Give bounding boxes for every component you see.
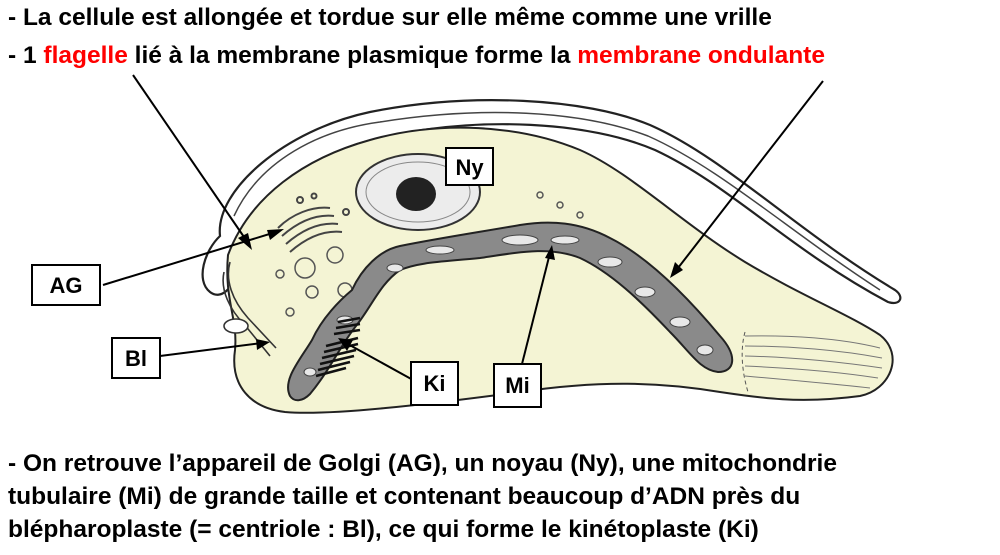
arrowhead-bl (256, 339, 270, 350)
footer-line-2: tubulaire (Mi) de grande taille et conte… (8, 483, 801, 510)
footer-paragraph: - On retrouve l’appareil de Golgi (AG), … (8, 447, 998, 546)
label-ki: Ki (424, 371, 446, 396)
pointer-ki (345, 342, 414, 381)
pointer-mi (521, 252, 551, 365)
pointer-bl (159, 342, 263, 357)
header-line-2: - 1 flagelle lié à la membrane plasmique… (8, 42, 825, 70)
label-bl: Bl (125, 346, 147, 371)
label-box-mi: Mi (493, 363, 542, 408)
footer-line-1: - On retrouve l’appareil de Golgi (AG), … (8, 450, 837, 477)
label-box-ki: Ki (410, 361, 459, 406)
kinetoplast (315, 316, 361, 378)
label-mi: Mi (505, 373, 529, 398)
golgi-apparatus (277, 192, 350, 253)
header-line-2-prefix: - 1 (8, 42, 44, 69)
term-flagelle: flagelle (43, 42, 128, 69)
arrowhead-mi (545, 245, 555, 260)
label-ag: AG (50, 273, 83, 298)
header-line-2-mid: lié à la membrane plasmique forme la (127, 42, 578, 69)
label-box-ag: AG (31, 264, 101, 306)
header-line-1: - La cellule est allongée et tordue sur … (8, 4, 772, 31)
pointer-flagelle (132, 74, 245, 238)
vesicles (275, 191, 584, 327)
label-box-ny: Ny (445, 147, 494, 186)
arrowhead-membrane (670, 262, 683, 278)
mitochondrial-cristae (303, 234, 714, 377)
label-box-bl: Bl (111, 337, 161, 379)
blepharoplast (222, 261, 277, 357)
posterior-striations (741, 331, 883, 393)
footer-line-3: blépharoplaste (= centriole : Bl), ce qu… (8, 516, 759, 543)
label-ny: Ny (455, 155, 484, 180)
term-membrane-ondulante: membrane ondulante (577, 42, 825, 69)
arrowhead-flagelle (238, 233, 252, 250)
arrowhead-ag (267, 229, 284, 240)
arrowhead-ki (338, 338, 353, 351)
pointer-membrane (677, 80, 824, 269)
